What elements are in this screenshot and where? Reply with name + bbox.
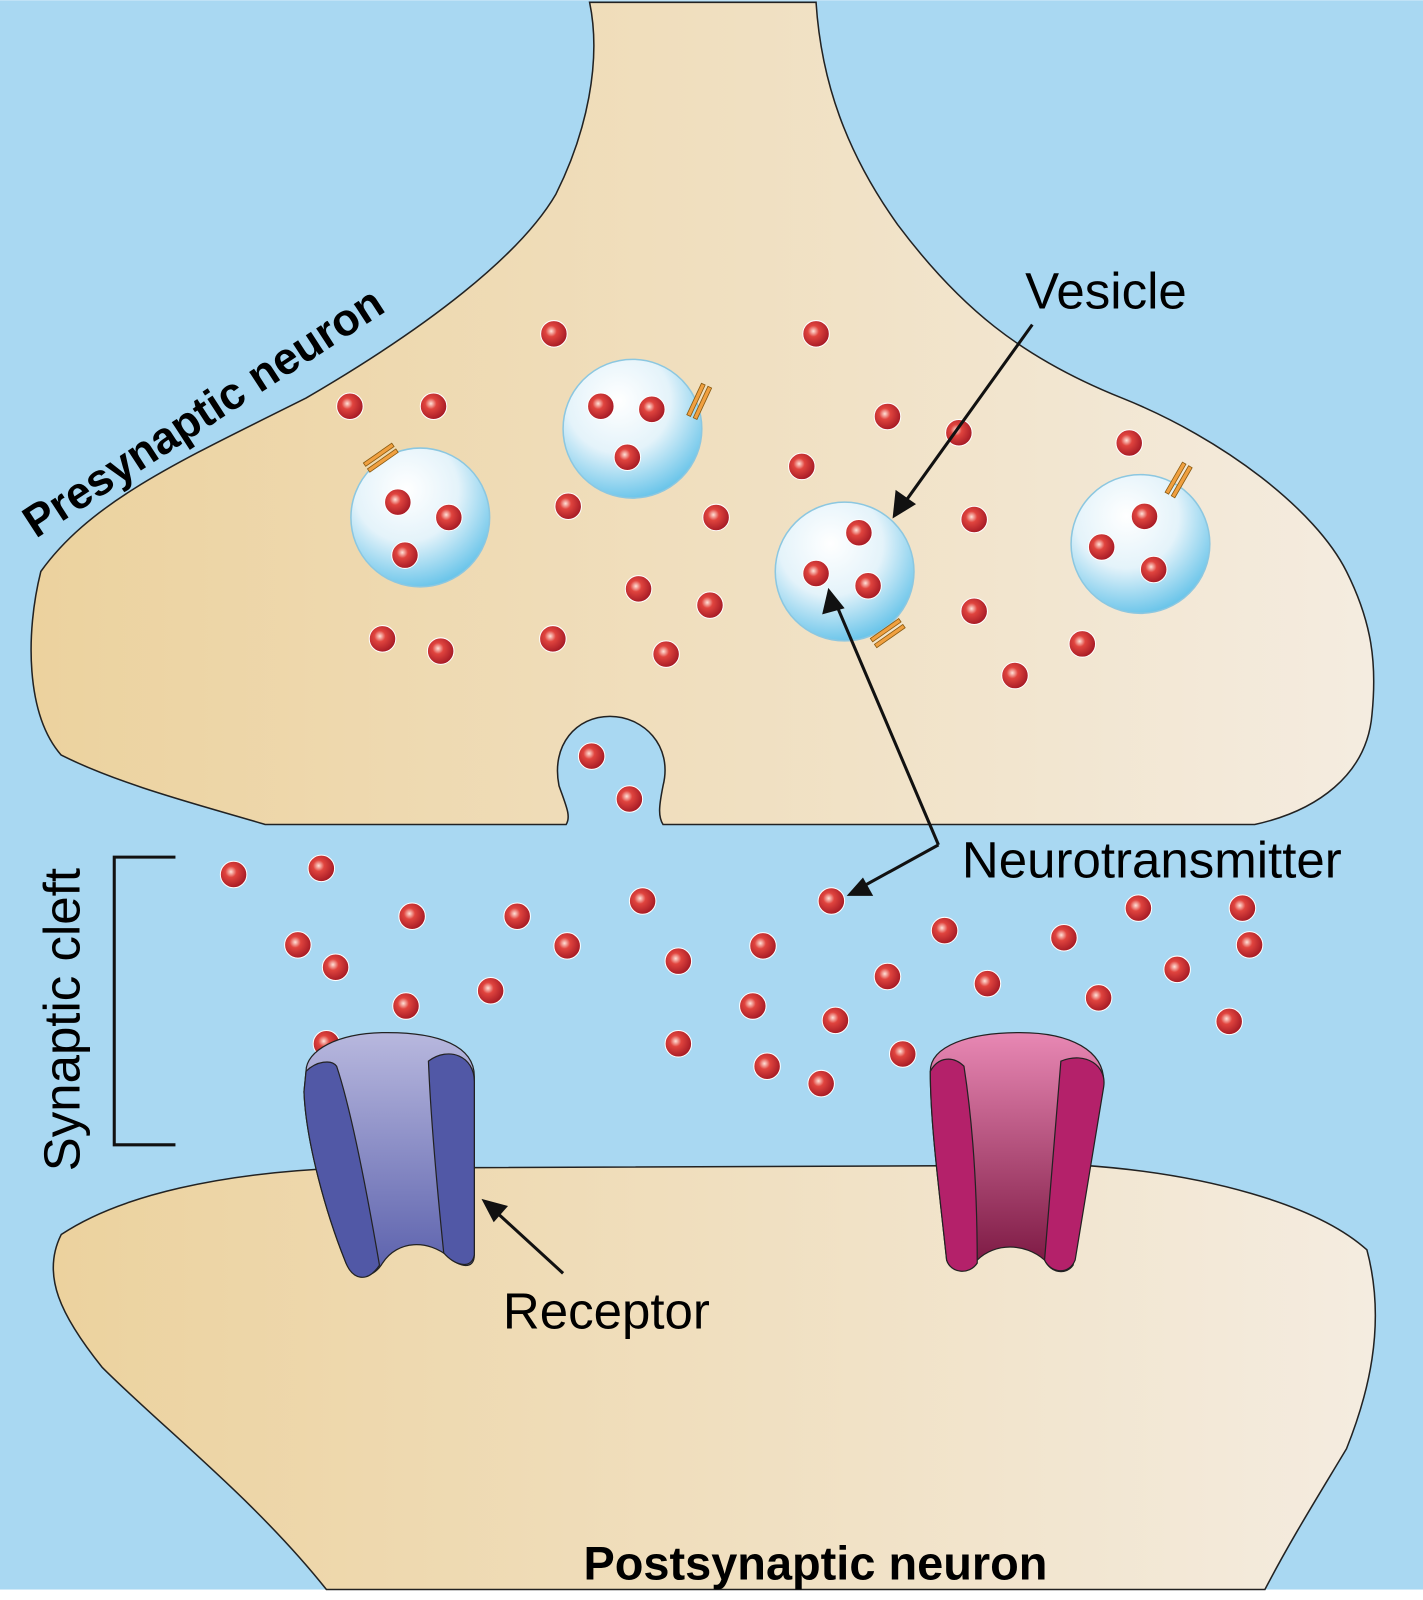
neurotransmitter-molecule [749, 932, 777, 960]
neurotransmitter-molecule [1050, 923, 1078, 952]
neurotransmitter-molecule [284, 931, 312, 959]
neurotransmitter-molecule [219, 860, 248, 889]
neurotransmitter-molecule [398, 902, 426, 931]
neurotransmitter-molecule [960, 505, 988, 534]
vesicle [774, 501, 915, 642]
neurotransmitter-molecule [845, 518, 873, 547]
synaptic-cleft-bracket [112, 855, 176, 1147]
neurotransmitter-molecule [426, 637, 455, 665]
neurotransmitter-molecule [702, 503, 730, 532]
neurotransmitter-molecule [503, 902, 531, 931]
neurotransmitter-molecule [336, 392, 364, 421]
neurotransmitter-molecule [1130, 502, 1159, 531]
neurotransmitter-molecule [873, 962, 902, 991]
neurotransmitter-molecule [817, 887, 846, 915]
receptor-blue [303, 1031, 475, 1278]
vesicle [350, 447, 491, 588]
neurotransmitter-molecule [664, 1030, 693, 1058]
vesicle [562, 358, 703, 499]
neurotransmitter-arrow-down [856, 843, 940, 892]
vesicle-channel [869, 618, 906, 649]
neurotransmitter-molecule [696, 591, 724, 619]
neurotransmitter-molecule [628, 887, 657, 915]
neurotransmitter-molecule [435, 503, 463, 532]
neurotransmitter-molecule [1001, 661, 1029, 690]
vesicle [1070, 473, 1211, 615]
neurotransmitter-molecule [321, 953, 350, 982]
neurotransmitter-arrow-up [833, 599, 940, 846]
neurotransmitter-molecule [307, 854, 336, 883]
neurotransmitter-molecule [1087, 533, 1116, 561]
neurotransmitter-molecule [587, 392, 615, 421]
neurotransmitter-molecule [1084, 984, 1113, 1012]
neurotransmitter-molecule [476, 976, 505, 1005]
neurotransmitter-molecule [664, 947, 693, 975]
vesicle-channel [686, 382, 713, 420]
neurotransmitter-molecule [807, 1069, 835, 1098]
neurotransmitter-molecule [1228, 894, 1257, 922]
neurotransmitter-molecule [624, 575, 653, 603]
neurotransmitter-molecule [1235, 931, 1264, 959]
neurotransmitter-molecule [392, 992, 420, 1020]
vesicle-channel [362, 442, 399, 473]
neurotransmitter-molecule [945, 419, 973, 447]
receptor-label: Receptor [503, 1282, 710, 1339]
neurotransmitter-molecule [1115, 429, 1143, 457]
vesicle-arrow [901, 323, 1034, 507]
neurotransmitter-molecule [739, 992, 767, 1020]
receptor-magenta [929, 1031, 1105, 1273]
neurotransmitter-molecule [1215, 1007, 1243, 1036]
neurotransmitter-molecule [1139, 555, 1168, 584]
neurotransmitter-molecule [960, 597, 988, 626]
neurotransmitter-molecule [368, 625, 397, 653]
neurotransmitter-molecule [615, 785, 644, 813]
neurotransmitter-molecule [1068, 630, 1097, 658]
neurotransmitter-molecule [577, 742, 606, 770]
neurotransmitter-molecule [802, 320, 830, 348]
neurotransmitter-molecule [391, 541, 419, 569]
neurotransmitter-molecule [384, 488, 412, 516]
neurotransmitter-molecule [973, 969, 1002, 998]
neurotransmitter-molecule [1124, 894, 1153, 922]
neurotransmitter-molecule [1163, 955, 1191, 984]
synaptic-cleft-label: Synaptic cleft [34, 868, 91, 1171]
neurotransmitter-molecule [854, 572, 882, 600]
receptor-arrow [488, 1204, 565, 1275]
neurotransmitter-molecule [802, 559, 830, 588]
neurotransmitter-molecule [419, 392, 448, 421]
vesicle-label: Vesicle [1025, 262, 1187, 319]
neurotransmitter-molecule [638, 395, 666, 424]
neurotransmitter-molecule [788, 452, 816, 481]
postsynaptic-label: Postsynaptic neuron [583, 1537, 1047, 1589]
neurotransmitter-molecule [888, 1040, 917, 1068]
neurotransmitter-molecule [539, 625, 567, 653]
neurotransmitter-molecule [873, 402, 902, 431]
neurotransmitter-molecule [553, 932, 581, 960]
neurotransmitter-molecule [613, 443, 642, 472]
neurotransmitter-molecule [540, 320, 568, 348]
presynaptic-neuron [30, 1, 1375, 826]
vesicle-channel [1164, 461, 1193, 499]
neurotransmitter-molecule [821, 1006, 850, 1035]
neurotransmitter-molecule [930, 916, 959, 945]
neurotransmitter-molecule [652, 640, 680, 668]
neurotransmitter-label: Neurotransmitter [962, 832, 1342, 889]
neurotransmitter-molecule [753, 1052, 781, 1081]
neurotransmitter-molecule [554, 492, 582, 520]
